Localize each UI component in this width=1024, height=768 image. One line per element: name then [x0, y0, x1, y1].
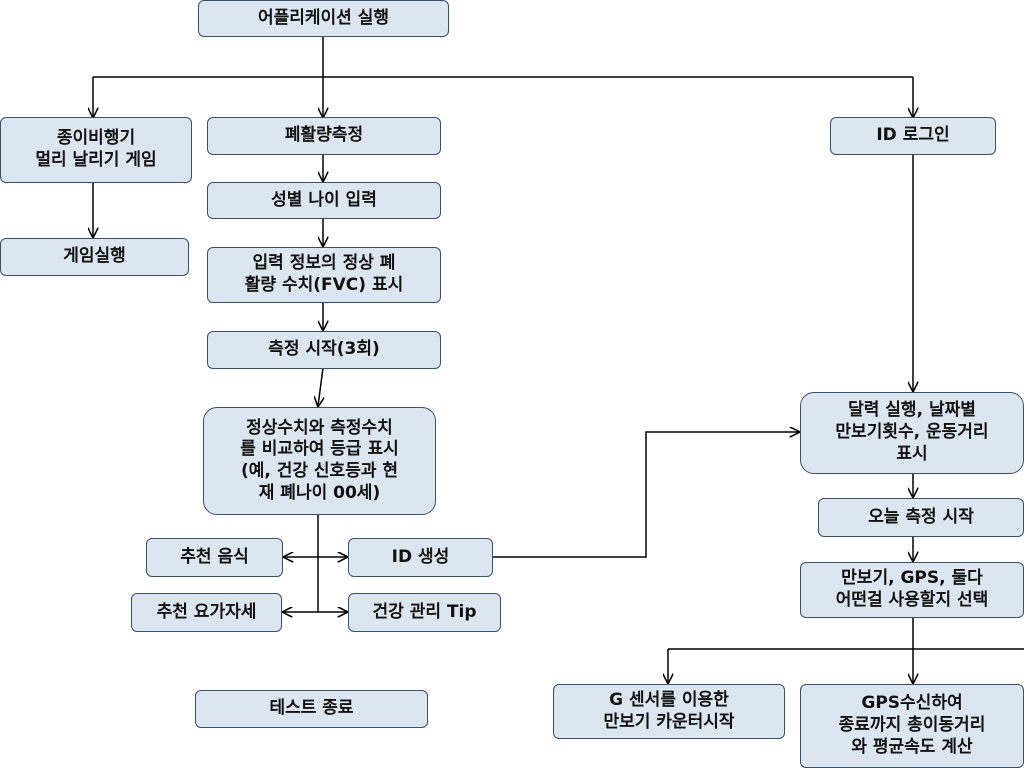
- node-gender-age-input: 성별 나이 입력: [207, 182, 441, 219]
- node-today-measure: 오늘 측정 시작: [818, 498, 1024, 537]
- node-calendar-run: 달력 실행, 날짜별 만보기횟수, 운동거리 표시: [800, 392, 1024, 474]
- node-grade-display: 정상수치와 측정수치 를 비교하여 등급 표시 (예, 건강 신호등과 현 재 …: [203, 407, 436, 515]
- edge-measure-grade: [318, 367, 323, 406]
- node-recommended-yoga: 추천 요가자세: [131, 593, 282, 632]
- node-g-sensor-pedometer: G 센서를 이용한 만보기 카운터시작: [553, 684, 785, 739]
- node-sensor-select: 만보기, GPS, 둘다 어떤걸 사용할지 선택: [800, 562, 1024, 618]
- node-app-launch: 어플리케이션 실행: [198, 0, 449, 37]
- node-paper-plane-game: 종이비행기 멀리 날리기 게임: [0, 117, 192, 183]
- node-normal-fvc-display: 입력 정보의 정상 폐 활량 수치(FVC) 표시: [207, 247, 441, 303]
- node-measure-start: 측정 시작(3회): [207, 331, 441, 369]
- node-id-create: ID 생성: [348, 538, 493, 577]
- node-id-login: ID 로그인: [830, 117, 996, 155]
- node-game-run: 게임실행: [0, 238, 189, 276]
- edge-id-create-calendar: [493, 432, 799, 558]
- node-gps-receive: GPS수신하여 종료까지 총이동거리 와 평균속도 계산: [800, 684, 1024, 768]
- node-health-tip: 건강 관리 Tip: [348, 593, 501, 632]
- node-recommended-food: 추천 음식: [146, 538, 283, 577]
- node-test-end: 테스트 종료: [195, 690, 428, 728]
- node-lung-capacity: 폐활량측정: [207, 117, 441, 155]
